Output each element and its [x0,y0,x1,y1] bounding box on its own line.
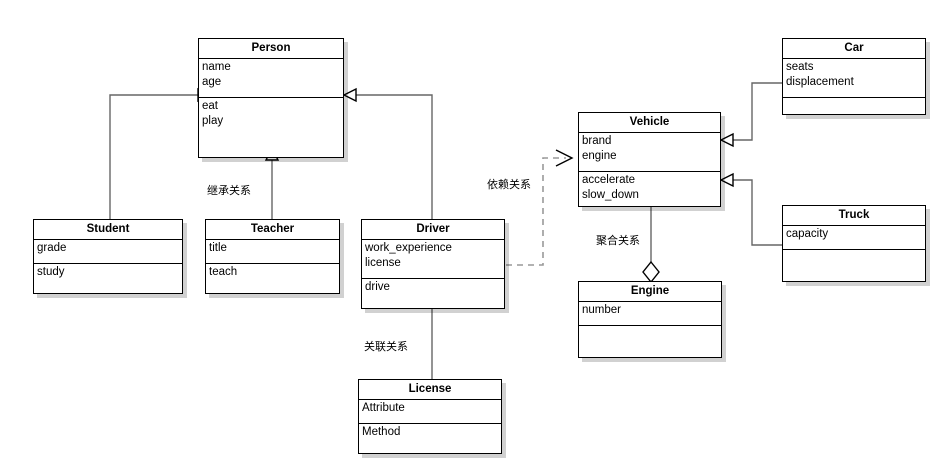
method-item: play [202,115,224,127]
class-attributes-truck: capacity [783,226,925,250]
attribute-item: license [365,257,401,269]
class-attributes-teacher: title [206,240,339,264]
class-methods-driver: drive [362,279,504,297]
edge-student-person [109,87,212,219]
attribute-item: capacity [786,228,829,240]
attribute-item: title [209,242,227,254]
method-item: Method [362,426,401,438]
attribute-item: number [582,304,621,316]
class-methods-car [783,98,925,101]
relationship-label-aggregation: 聚合关系 [596,235,640,247]
class-methods-teacher: teach [206,264,339,282]
method-item: slow_down [582,189,639,201]
class-attributes-student: grade [34,240,182,264]
class-methods-vehicle: accelerate slow_down [579,172,720,205]
attribute-item: engine [582,150,617,162]
class-title-engine: Engine [579,282,721,302]
class-methods-engine [579,326,721,329]
relationship-label-inheritance: 继承关系 [207,185,251,197]
edge-vehicle-engine-aggregation [642,207,660,284]
attribute-item: seats [786,61,814,73]
relationship-label-dependency: 依赖关系 [487,179,531,191]
class-title-truck: Truck [783,206,925,226]
class-methods-person: eat play [199,98,343,131]
class-box-student[interactable]: Student grade study [33,219,183,294]
class-title-car: Car [783,39,925,59]
class-title-license: License [359,380,501,400]
class-box-person[interactable]: Person name age eat play [198,38,344,158]
class-title-driver: Driver [362,220,504,240]
class-attributes-driver: work_experience license [362,240,504,279]
attribute-item: age [202,76,222,88]
class-methods-student: study [34,264,182,282]
class-box-vehicle[interactable]: Vehicle brand engine accelerate slow_dow… [578,112,721,207]
class-title-teacher: Teacher [206,220,339,240]
attribute-item: Attribute [362,402,405,414]
method-item: accelerate [582,174,636,186]
relationship-label-association: 关联关系 [364,341,408,353]
edge-driver-vehicle-dependency [506,149,574,266]
class-attributes-engine: number [579,302,721,326]
class-box-license[interactable]: License Attribute Method [358,379,502,454]
class-attributes-license: Attribute [359,400,501,424]
method-item: study [37,266,65,278]
edge-teacher-person [264,146,280,219]
class-box-truck[interactable]: Truck capacity [782,205,926,282]
attribute-item: work_experience [365,242,452,254]
method-item: eat [202,100,218,112]
class-box-car[interactable]: Car seats displacement [782,38,926,115]
attribute-item: displacement [786,76,854,88]
method-item: teach [209,266,238,278]
edge-driver-person [342,87,433,219]
class-attributes-person: name age [199,59,343,98]
class-attributes-vehicle: brand engine [579,133,720,172]
class-attributes-car: seats displacement [783,59,925,98]
class-methods-license: Method [359,424,501,442]
class-box-teacher[interactable]: Teacher title teach [205,219,340,294]
attribute-item: grade [37,242,67,254]
class-title-vehicle: Vehicle [579,113,720,133]
edge-truck-vehicle [719,172,782,246]
class-title-person: Person [199,39,343,59]
class-title-student: Student [34,220,182,240]
attribute-item: name [202,61,231,73]
class-methods-truck [783,250,925,253]
class-box-engine[interactable]: Engine number [578,281,722,358]
attribute-item: brand [582,135,612,147]
edge-car-vehicle [719,82,782,148]
method-item: drive [365,281,390,293]
class-box-driver[interactable]: Driver work_experience license drive [361,219,505,309]
